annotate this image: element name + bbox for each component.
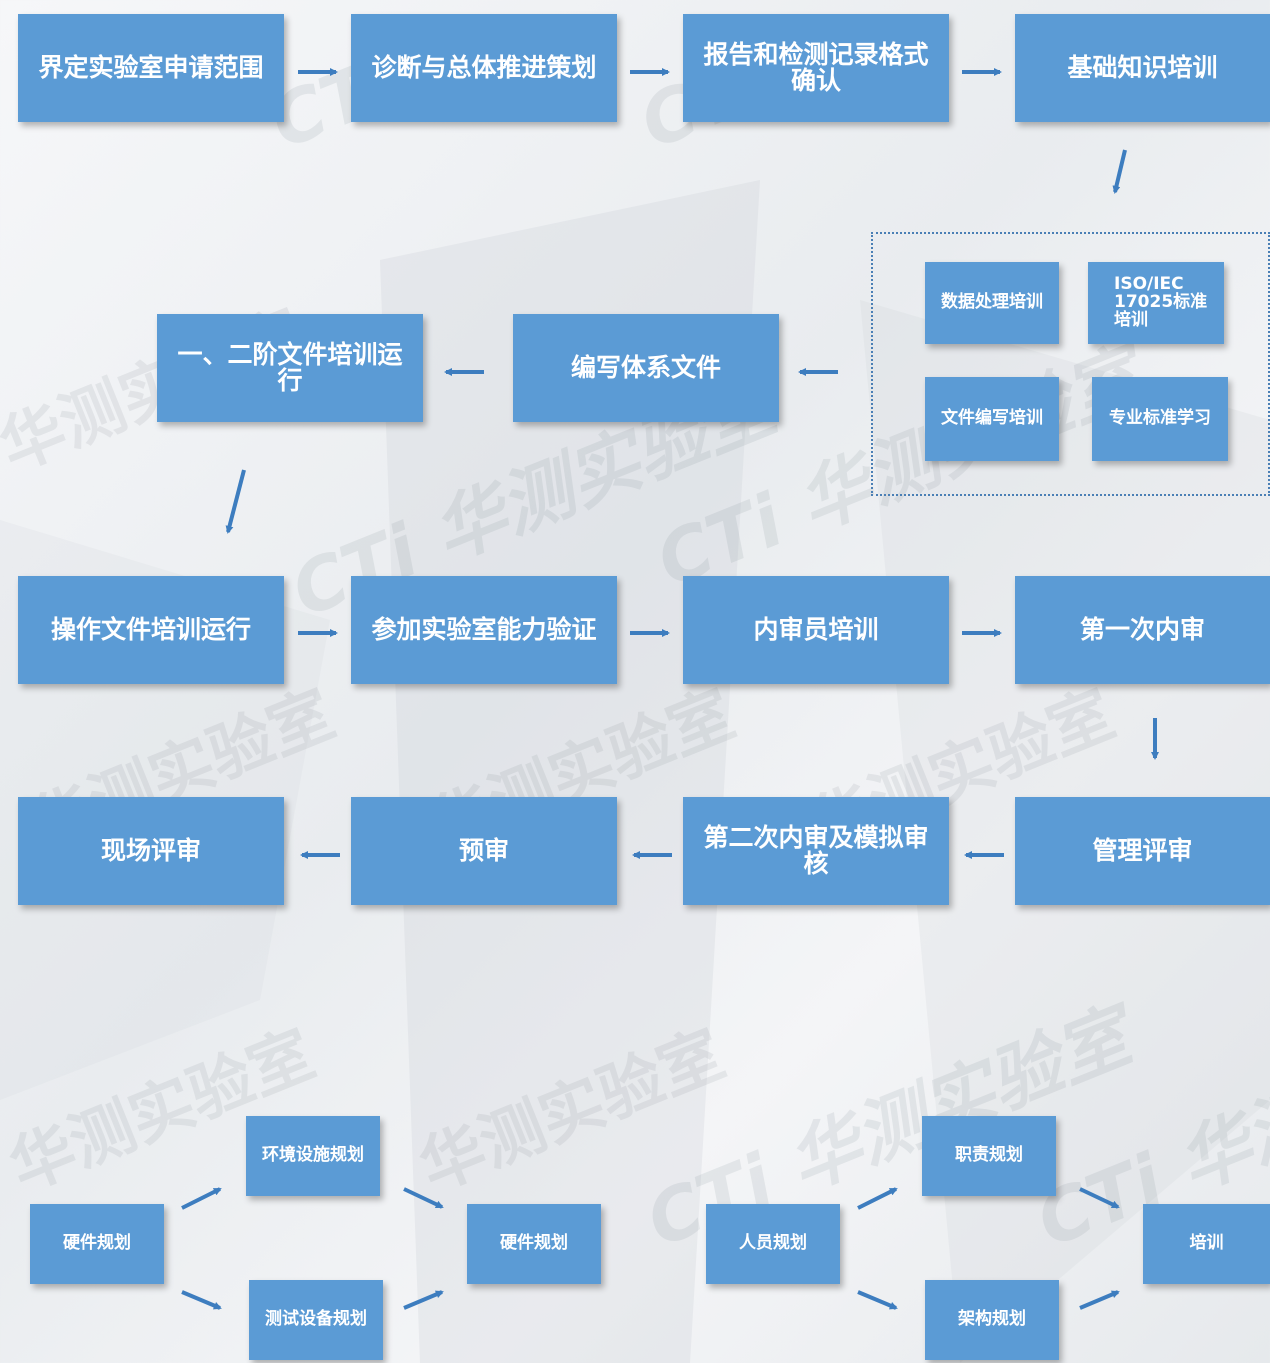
step-diagnosis-planning: 诊断与总体推进策划	[351, 14, 617, 122]
hardware-plan-source: 硬件规划	[30, 1204, 164, 1284]
arrow-down-right	[857, 1290, 898, 1310]
step-second-internal-audit: 第二次内审及模拟审核	[683, 797, 949, 905]
step-first-internal-audit: 第一次内审	[1015, 576, 1270, 684]
arrow-up-right	[1079, 1290, 1120, 1310]
step-basic-training: 基础知识培训	[1015, 14, 1270, 122]
arrow-down-right	[1079, 1187, 1120, 1209]
arrow-down-right	[403, 1187, 444, 1209]
training-group-frame	[871, 232, 1270, 496]
arrow-up-right	[403, 1290, 444, 1310]
training-data-processing: 数据处理培训	[925, 262, 1059, 344]
step-define-scope: 界定实验室申请范围	[18, 14, 284, 122]
step-proficiency-testing: 参加实验室能力验证	[351, 576, 617, 684]
personnel-plan-source: 人员规划	[706, 1204, 840, 1284]
arrow-up-right	[181, 1187, 222, 1210]
step-operation-doc-training: 操作文件培训运行	[18, 576, 284, 684]
training-iso17025: ISO/IEC 17025标准培训	[1088, 262, 1224, 344]
personnel-training: 培训	[1143, 1204, 1270, 1284]
environment-facility-plan: 环境设施规划	[246, 1116, 380, 1196]
watermark-cn: 华测实验室	[410, 1017, 735, 1206]
arrow-down	[1112, 149, 1127, 194]
hardware-plan-target: 硬件规划	[467, 1204, 601, 1284]
arrow-down	[225, 469, 246, 534]
step-management-review: 管理评审	[1015, 797, 1270, 905]
step-write-system-docs: 编写体系文件	[513, 314, 779, 422]
test-equipment-plan: 测试设备规划	[249, 1280, 383, 1360]
structure-plan: 架构规划	[925, 1280, 1059, 1360]
step-report-format: 报告和检测记录格式确认	[683, 14, 949, 122]
step-level12-doc-training: 一、二阶文件培训运行	[157, 314, 423, 422]
arrow-up-right	[857, 1187, 898, 1210]
responsibility-plan: 职责规划	[922, 1116, 1056, 1196]
step-onsite-assessment: 现场评审	[18, 797, 284, 905]
step-internal-auditor-training: 内审员培训	[683, 576, 949, 684]
arrow-down-right	[181, 1290, 222, 1310]
step-pre-assessment: 预审	[351, 797, 617, 905]
training-professional-standards: 专业标准学习	[1092, 377, 1228, 461]
training-document-writing: 文件编写培训	[925, 377, 1059, 461]
